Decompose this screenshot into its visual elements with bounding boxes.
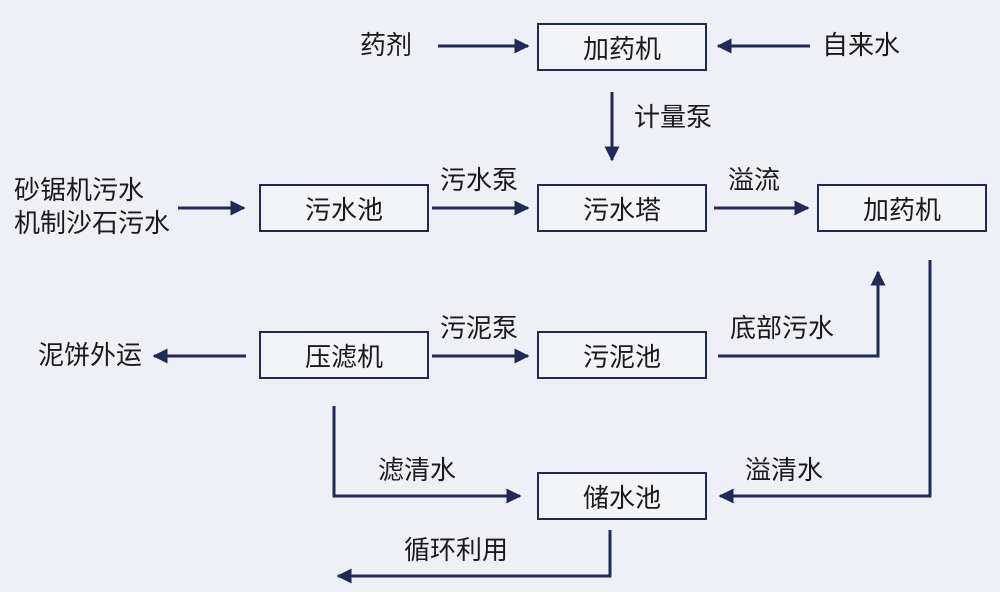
label-source-line2: 机制沙石污水 <box>14 209 171 239</box>
label-chemical: 药剂 <box>360 31 413 61</box>
label-bottom-sewage: 底部污水 <box>730 314 835 344</box>
sewage-pool-box: 污水池 <box>259 184 429 232</box>
storage-pool-box: 储水池 <box>537 472 707 520</box>
label-recycle: 循环利用 <box>404 536 509 566</box>
sewage-tower-box: 污水塔 <box>537 184 707 232</box>
dosing-machine-right-box: 加药机 <box>817 184 987 232</box>
dosing-machine-top-box: 加药机 <box>537 23 707 71</box>
arrow-sludge-to-dosing <box>718 270 886 358</box>
label-sewage-pump: 污水泵 <box>440 166 519 196</box>
label-cake-out: 泥饼外运 <box>38 341 143 371</box>
label-metering-pump: 计量泵 <box>634 103 713 133</box>
label-filtrate: 滤清水 <box>378 456 457 486</box>
label-overflow: 溢流 <box>728 166 781 196</box>
label-overflow-clear: 溢清水 <box>745 456 824 486</box>
filter-press-box: 压滤机 <box>259 331 429 379</box>
arrow-storage-recycle <box>336 530 612 584</box>
arrow-dosing-to-storage <box>718 260 932 504</box>
label-source-line1: 砂锯机污水 <box>14 176 145 206</box>
sludge-pool-box: 污泥池 <box>537 331 707 379</box>
label-tap-water: 自来水 <box>822 31 901 61</box>
label-sludge-pump: 污泥泵 <box>440 314 519 344</box>
arrow-press-to-storage <box>332 406 522 504</box>
